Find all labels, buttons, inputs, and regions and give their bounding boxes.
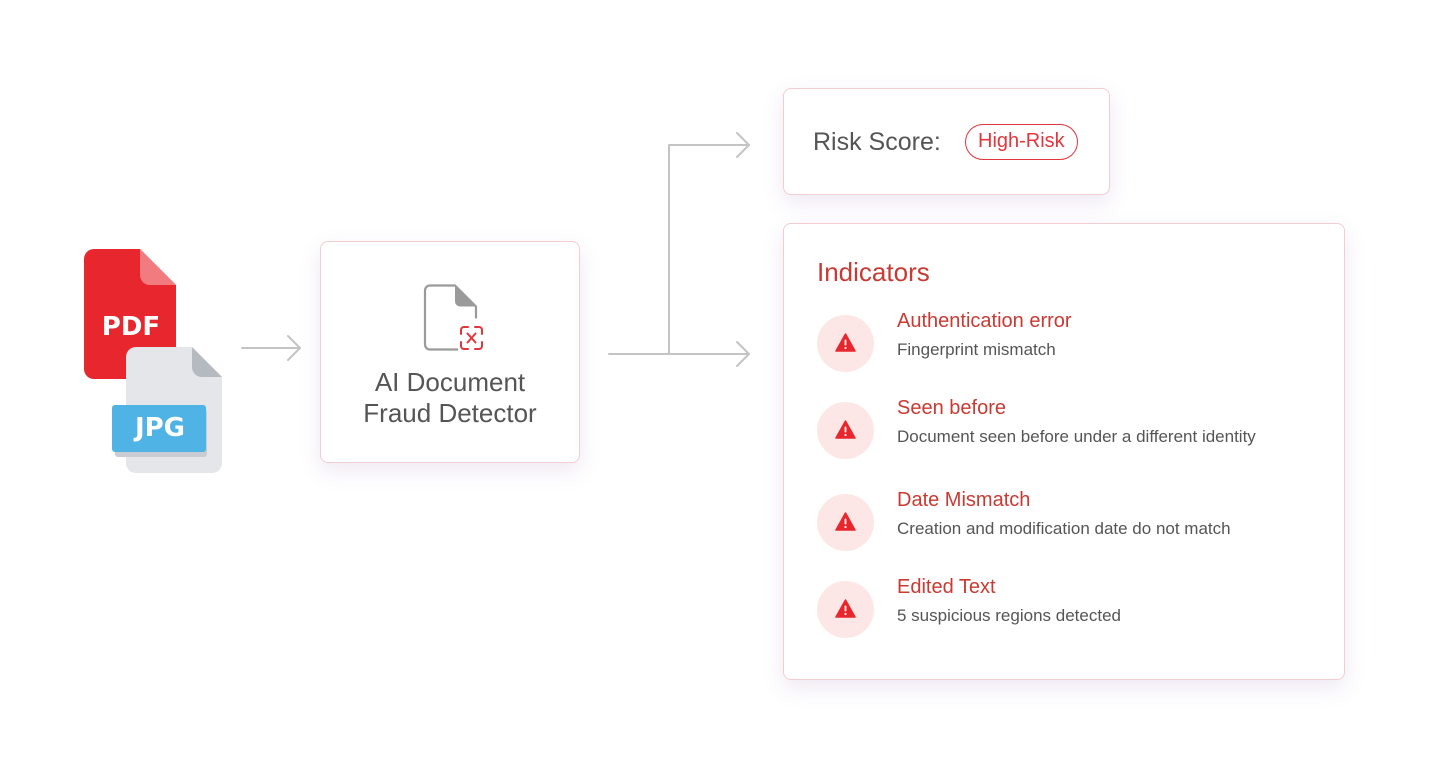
indicator-item: Seen before Document seen before under a… <box>817 397 1327 462</box>
warning-icon <box>817 581 874 638</box>
indicators-panel: Indicators Authentication error Fingerpr… <box>783 223 1345 680</box>
risk-score-label: Risk Score: <box>813 128 941 156</box>
indicators-arrow-head <box>736 341 750 367</box>
pdf-file-fold <box>140 249 176 285</box>
indicator-title: Seen before <box>897 397 1006 419</box>
document-fraud-icon <box>423 284 483 351</box>
detector-title-line1: AI Document <box>374 367 526 397</box>
risk-arrow-head <box>736 132 750 158</box>
indicator-title: Date Mismatch <box>897 489 1031 511</box>
branch-line <box>668 144 750 355</box>
indicators-title: Indicators <box>817 257 930 287</box>
input-files: PDF JPG <box>80 245 230 480</box>
jpg-label: JPG <box>134 413 186 443</box>
warning-icon <box>817 315 874 372</box>
jpg-file-fold <box>192 347 222 377</box>
fraud-detector-box: AI Document Fraud Detector <box>320 241 580 463</box>
indicator-item: Authentication error Fingerprint mismatc… <box>817 310 1327 375</box>
indicator-description: Creation and modification date do not ma… <box>897 519 1231 538</box>
warning-icon <box>817 494 874 551</box>
risk-score-box: Risk Score: High-Risk <box>783 88 1110 195</box>
input-arrow-head <box>287 335 301 361</box>
detector-title-line2: Fraud Detector <box>363 398 537 428</box>
file-icons-graphic <box>84 249 222 473</box>
jpg-label-bar <box>112 405 206 452</box>
indicator-item: Date Mismatch Creation and modification … <box>817 489 1327 554</box>
pdf-label: PDF <box>101 312 161 342</box>
indicator-title: Authentication error <box>897 310 1072 332</box>
detector-title: AI Document Fraud Detector <box>321 367 579 429</box>
indicator-title: Edited Text <box>897 576 996 598</box>
indicator-description: 5 suspicious regions detected <box>897 606 1121 625</box>
indicator-description: Fingerprint mismatch <box>897 340 1056 359</box>
indicator-item: Edited Text 5 suspicious regions detecte… <box>817 576 1327 641</box>
risk-level-badge: High-Risk <box>965 124 1078 160</box>
warning-icon <box>817 402 874 459</box>
indicator-description: Document seen before under a different i… <box>897 427 1256 446</box>
